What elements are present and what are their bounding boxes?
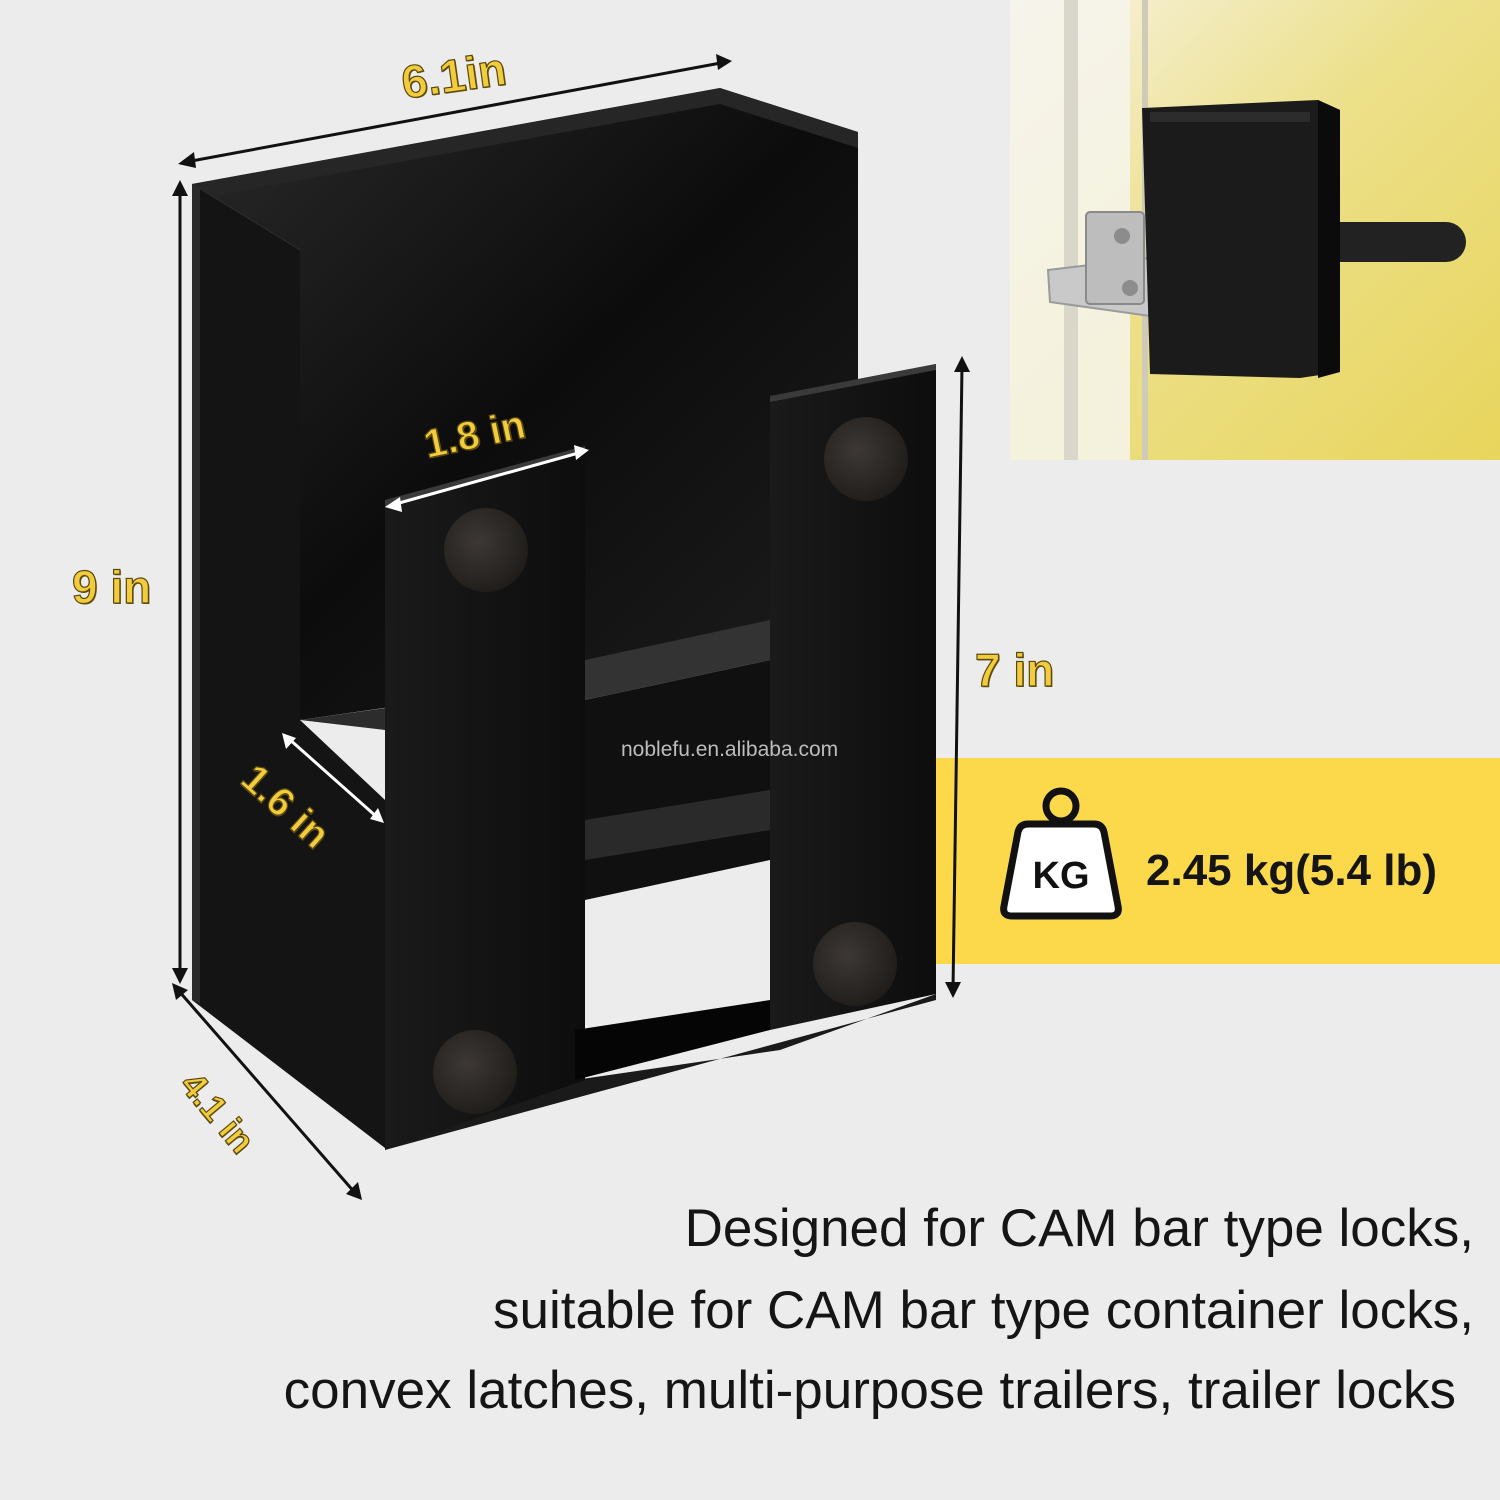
description-line-1: Designed for CAM bar type locks, <box>684 1199 1474 1258</box>
weight-value: 2.45 kg(5.4 lb) <box>1146 846 1438 895</box>
description-line-2: suitable for CAM bar type container lock… <box>493 1281 1474 1340</box>
description-line-3: convex latches, multi-purpose trailers, … <box>283 1361 1456 1420</box>
inset-photo <box>1010 0 1500 460</box>
dim-height-right: 7 in <box>974 643 1055 696</box>
kg-icon-label: KG <box>1033 855 1090 897</box>
rubber-pad <box>813 922 897 1006</box>
rubber-pad <box>433 1030 517 1114</box>
inner-dimension-arrows <box>282 445 589 823</box>
rubber-pad <box>444 508 528 592</box>
kg-weight-icon: KG <box>1000 787 1122 920</box>
lock-box-holder <box>192 88 936 1150</box>
dim-height-left: 9 in <box>71 560 152 613</box>
dimension-arrows <box>172 54 970 1200</box>
rubber-pad <box>824 417 908 501</box>
watermark: noblefu.en.alibaba.com <box>621 738 839 761</box>
